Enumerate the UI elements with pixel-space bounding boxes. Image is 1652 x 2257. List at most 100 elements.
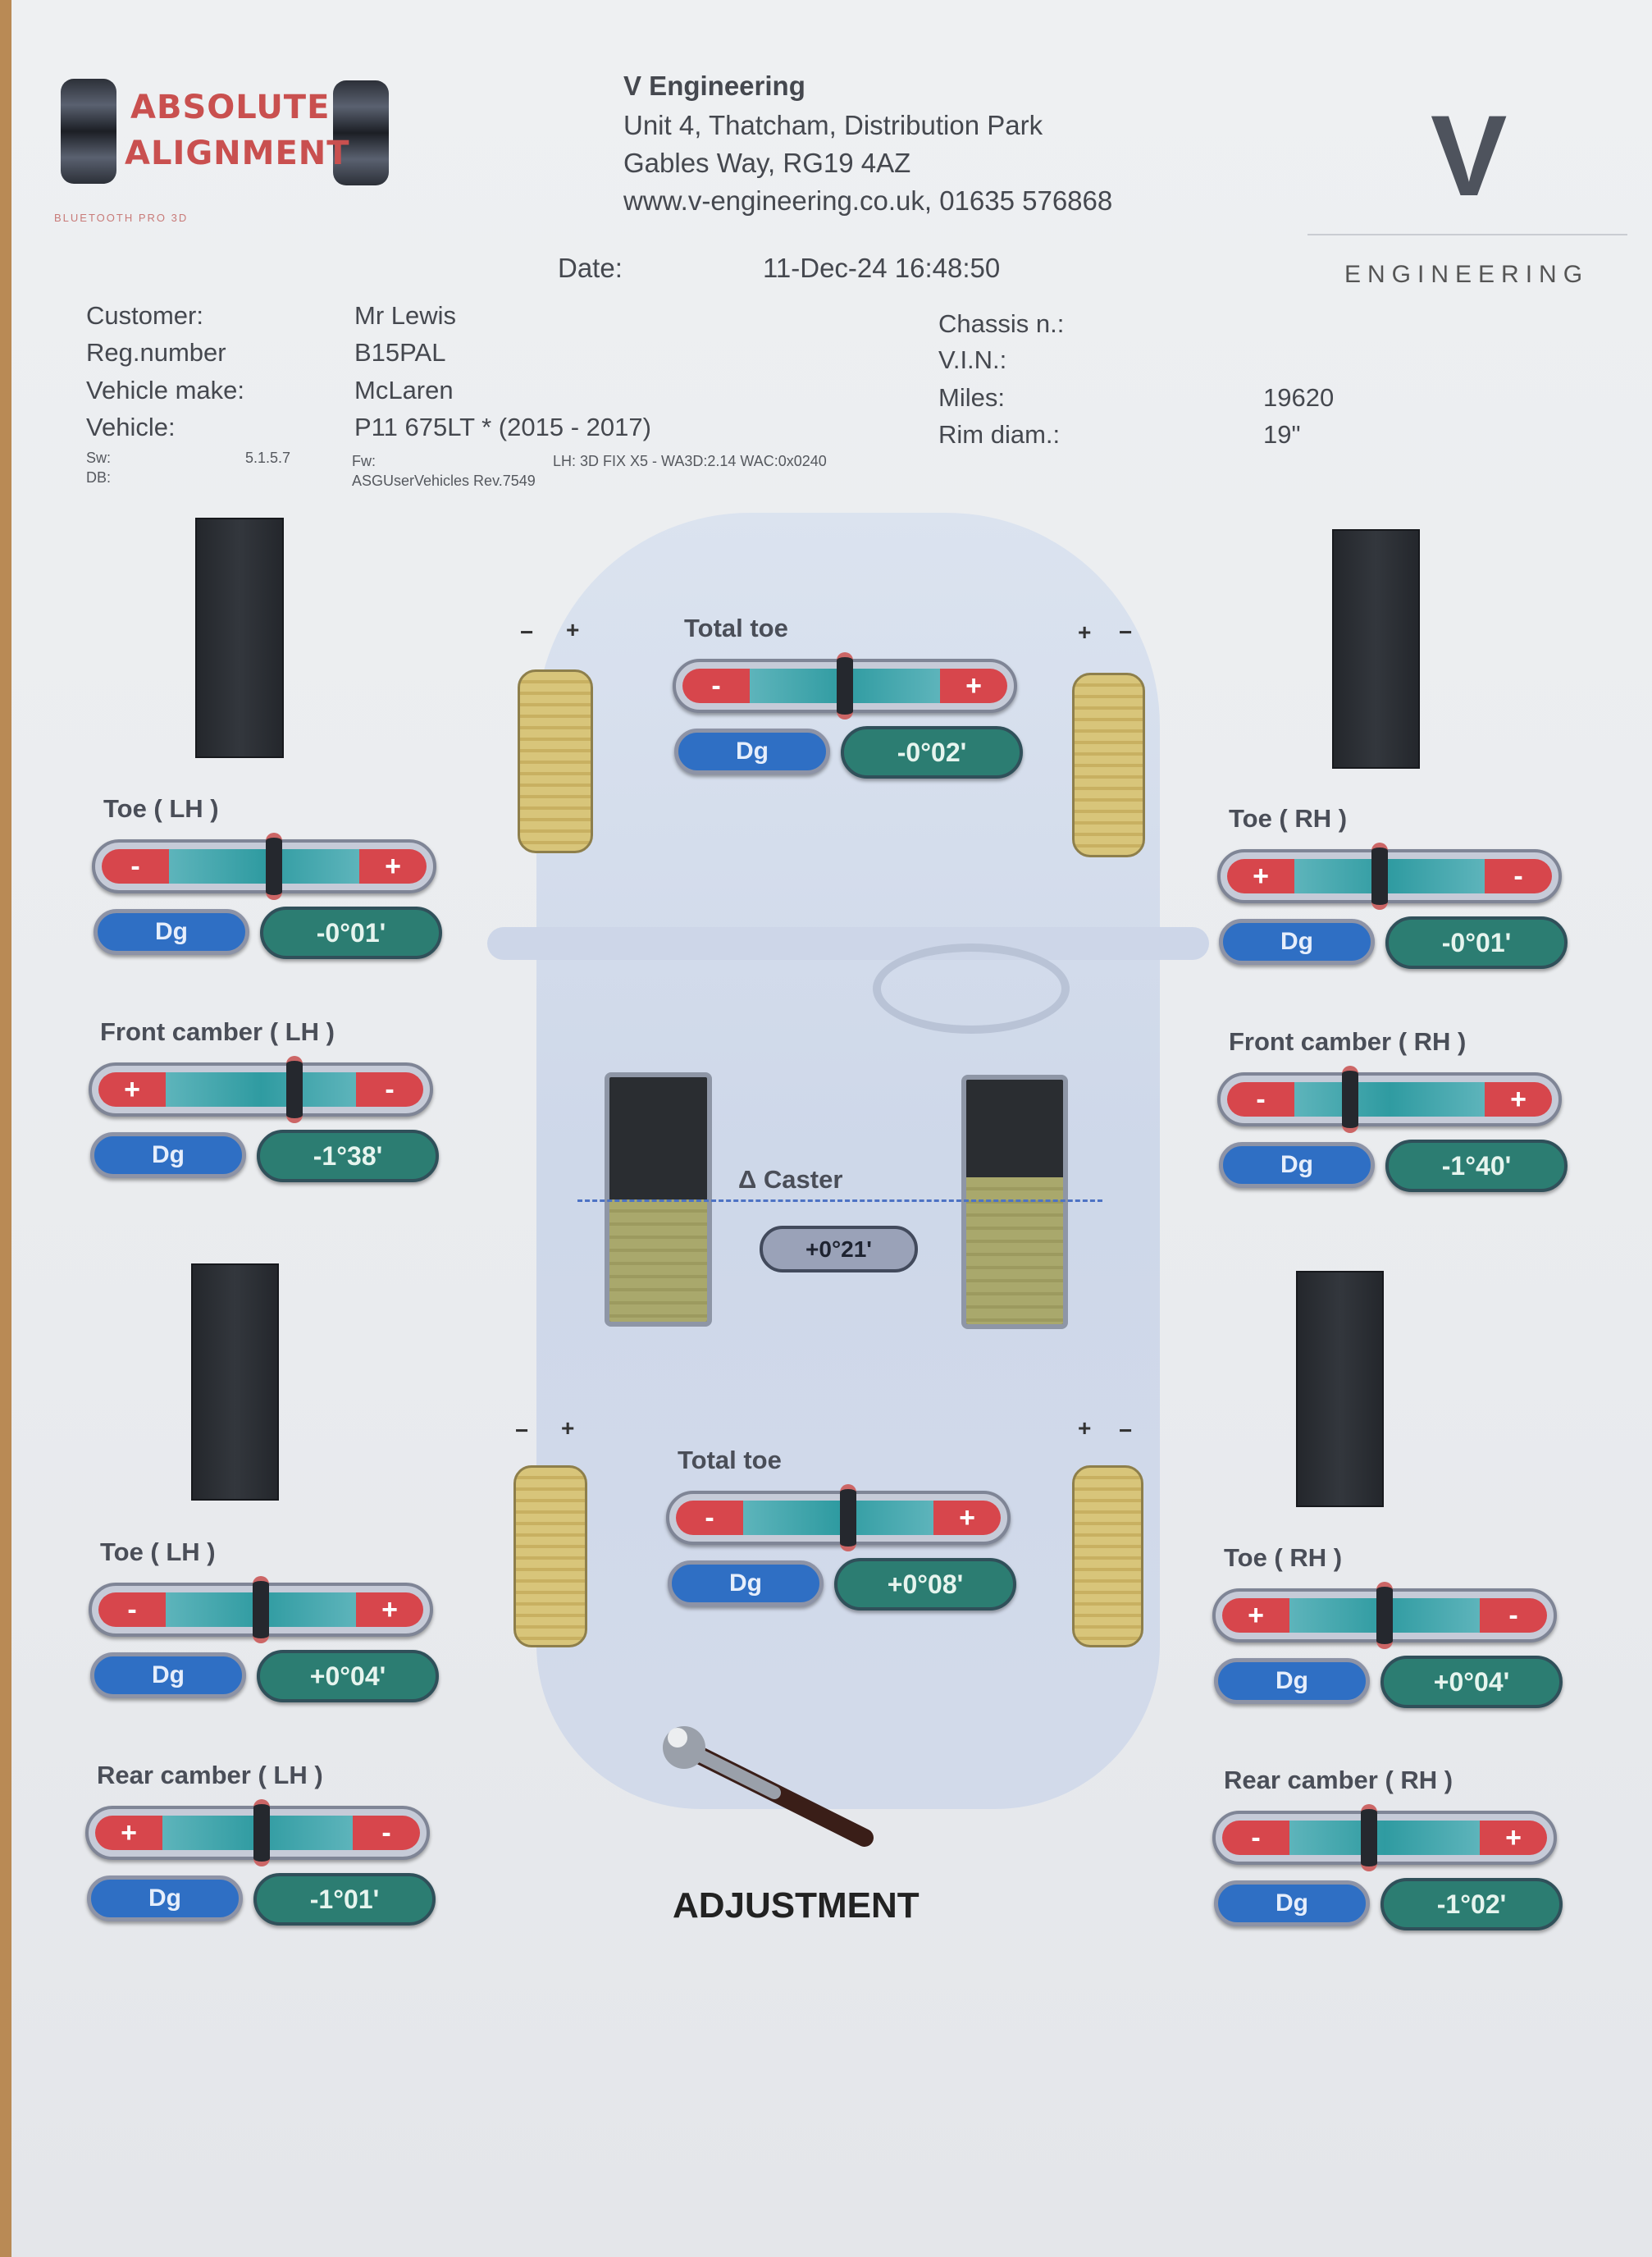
- measurement-value: -1°38': [257, 1130, 439, 1182]
- widget-title: Toe ( LH ): [103, 794, 219, 823]
- indicator-needle: [1342, 1066, 1358, 1133]
- front-left-tyre: [518, 669, 593, 853]
- front-right-tyre: [1072, 673, 1145, 857]
- indicator-needle: [1360, 1804, 1377, 1871]
- caster-right-gauge: [961, 1075, 1068, 1329]
- unit-badge: Dg: [90, 1132, 246, 1178]
- adjustment-bar: - +: [1217, 1066, 1562, 1133]
- minus-icon: -: [356, 1072, 423, 1107]
- plus-icon: +: [98, 1072, 166, 1107]
- adjustment-bar: + -: [85, 1799, 430, 1866]
- rear-left-wheel-view: [191, 1263, 279, 1501]
- front-axle: [487, 927, 1209, 960]
- measurement-value: -0°01': [260, 907, 442, 959]
- widget-title: Front camber ( LH ): [100, 1017, 335, 1046]
- adjustment-bar: - +: [1212, 1804, 1557, 1871]
- date-value: 11-Dec-24 16:48:50: [763, 253, 1001, 283]
- minus-icon: -: [102, 849, 169, 884]
- info-value: McLaren: [354, 376, 454, 404]
- plus-icon: +: [356, 1592, 423, 1627]
- v-engineering-logo: V: [1431, 91, 1508, 220]
- info-label: Vehicle make:: [86, 376, 244, 404]
- rear-left-tyre: [513, 1465, 587, 1647]
- minus-icon: -: [1480, 1598, 1547, 1633]
- rear-camber-lh-widget: Rear camber ( LH ) + - Dg -1°01': [85, 1761, 446, 1949]
- indicator-needle: [285, 1056, 303, 1123]
- minus-icon: -: [676, 1501, 743, 1535]
- plus-sign: +: [561, 1415, 575, 1441]
- front-left-wheel-view: [195, 518, 284, 758]
- bar-range: [1291, 1082, 1488, 1117]
- measurement-value: -1°02': [1380, 1878, 1563, 1930]
- plus-icon: +: [1222, 1598, 1289, 1633]
- indicator-needle: [253, 1799, 270, 1866]
- rear-toe-rh-widget: Toe ( RH ) + - Dg +0°04': [1212, 1543, 1573, 1732]
- info-label: Reg.number: [86, 338, 226, 367]
- minus-sign: −: [520, 619, 534, 645]
- measurement-value: -0°02': [841, 726, 1023, 779]
- logo-tagline: BLUETOOTH PRO 3D: [54, 212, 189, 224]
- bar-range: [166, 849, 363, 884]
- indicator-needle: [840, 1484, 856, 1551]
- caster-right-fill: [966, 1177, 1063, 1324]
- minus-icon: -: [1485, 859, 1552, 893]
- bar-range: [740, 1501, 937, 1535]
- caster-reference-line: [577, 1199, 1102, 1202]
- info-label: Miles:: [938, 383, 1005, 412]
- rear-toe-lh-widget: Toe ( LH ) - + Dg +0°04': [89, 1537, 450, 1726]
- bar-range: [1291, 859, 1488, 893]
- indicator-needle: [1376, 1582, 1393, 1649]
- front-right-wheel-view: [1332, 529, 1420, 769]
- measurement-value: +0°04': [257, 1650, 439, 1702]
- info-value: Mr Lewis: [354, 301, 457, 330]
- widget-title: Total toe: [678, 1446, 782, 1474]
- minus-icon: -: [682, 669, 750, 703]
- tyre-icon: [61, 79, 116, 184]
- plus-icon: +: [940, 669, 1007, 703]
- unit-badge: Dg: [94, 909, 249, 955]
- widget-title: Toe ( RH ): [1229, 804, 1348, 833]
- front-camber-lh-widget: Front camber ( LH ) + - Dg -1°38': [89, 1017, 450, 1206]
- indicator-needle: [1371, 843, 1388, 910]
- minus-icon: -: [98, 1592, 166, 1627]
- plus-icon: +: [1485, 1082, 1552, 1117]
- company-address2: Gables Way, RG19 4AZ: [623, 148, 911, 178]
- plus-sign: +: [1078, 619, 1092, 645]
- front-total-toe-widget: Total toe - + Dg -0°02': [673, 614, 1034, 802]
- fw-label: Fw:: [352, 453, 376, 469]
- front-toe-rh-widget: Toe ( RH ) + - Dg -0°01': [1217, 804, 1578, 993]
- info-value: B15PAL: [354, 338, 446, 367]
- minus-sign: −: [1119, 1418, 1133, 1443]
- company-contact: www.v-engineering.co.uk, 01635 576868: [623, 185, 1113, 216]
- minus-sign: −: [1119, 619, 1133, 645]
- rear-right-wheel-view: [1296, 1271, 1384, 1507]
- plus-sign: +: [1078, 1415, 1092, 1441]
- unit-badge: Dg: [1219, 919, 1375, 965]
- adjustment-bar: - +: [89, 1576, 433, 1643]
- date-label: Date:: [558, 253, 623, 283]
- plus-icon: +: [933, 1501, 1001, 1535]
- measurement-value: -0°01': [1385, 916, 1568, 969]
- front-camber-rh-widget: Front camber ( RH ) - + Dg -1°40': [1217, 1027, 1578, 1216]
- unit-badge: Dg: [668, 1560, 824, 1606]
- plus-icon: +: [95, 1816, 162, 1850]
- adjustment-bar: + -: [1217, 843, 1562, 910]
- plus-icon: +: [359, 849, 427, 884]
- unit-badge: Dg: [87, 1876, 243, 1921]
- logo-divider: [1307, 234, 1627, 235]
- logo-line1: ABSOLUTE: [130, 89, 331, 126]
- company-name: V Engineering: [623, 71, 805, 101]
- adjustment-bar: - +: [673, 652, 1017, 720]
- adjustment-bar: + -: [1212, 1582, 1557, 1649]
- minus-icon: -: [1227, 1082, 1294, 1117]
- bar-range: [162, 1072, 359, 1107]
- plus-icon: +: [1227, 859, 1294, 893]
- db-label: DB:: [86, 469, 112, 486]
- unit-badge: Dg: [1214, 1658, 1370, 1704]
- minus-icon: -: [1222, 1821, 1289, 1855]
- fw-value: LH: 3D FIX X5 - WA3D:2.14 WAC:0x0240: [553, 453, 827, 469]
- info-label: Vehicle:: [86, 413, 176, 441]
- measurement-value: -1°01': [253, 1873, 436, 1926]
- caster-value: +0°21': [760, 1226, 918, 1272]
- adjustment-bar: + -: [89, 1056, 433, 1123]
